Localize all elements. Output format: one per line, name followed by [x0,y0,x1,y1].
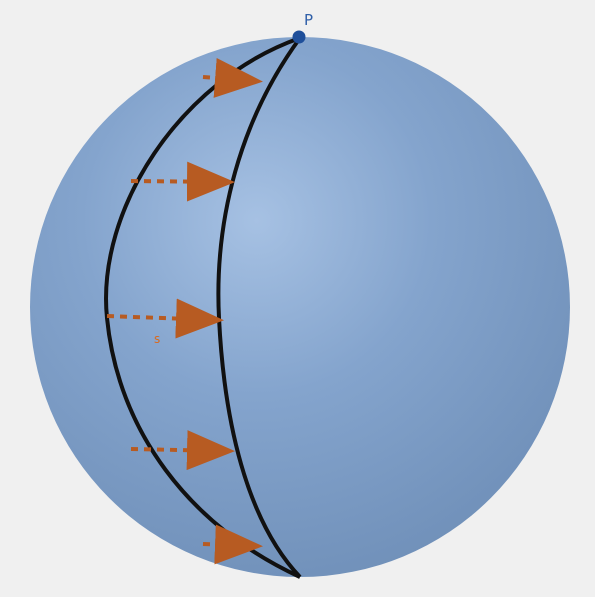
vector-1 [202,57,263,98]
point-p [292,30,306,44]
point-label: P [304,11,314,29]
vector-3 [106,298,224,339]
sphere [30,37,570,577]
vector-4 [130,430,235,471]
vector-5 [202,524,263,565]
vector-2 [130,161,235,202]
vector-label: s [154,332,161,346]
